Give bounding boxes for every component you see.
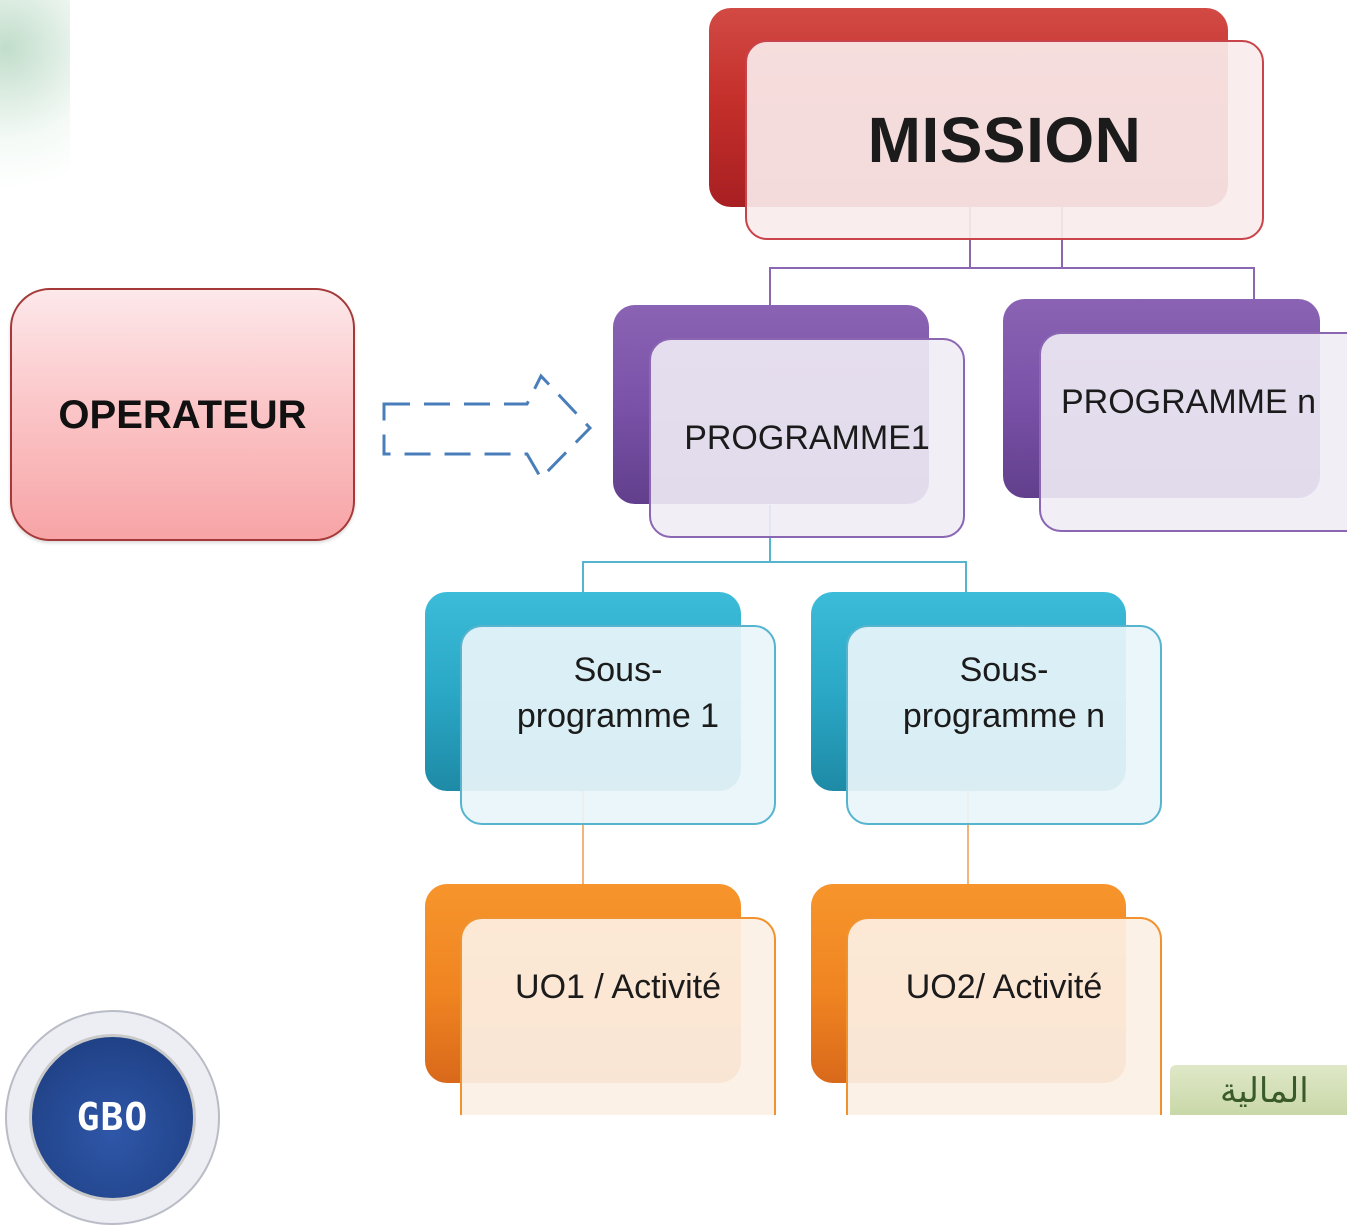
- mission-label: MISSION: [867, 104, 1142, 176]
- connector-programme-sous: [582, 561, 967, 592]
- corner-decoration: [0, 0, 70, 240]
- activite1-label: UO1 / Activité: [515, 968, 721, 1006]
- gbo-seal-logo: GBO: [5, 1010, 220, 1225]
- activite2-node[interactable]: UO2/ Activité: [846, 917, 1162, 1115]
- sous-programmen-line2: programme n: [902, 697, 1106, 735]
- activite2-label: UO2/ Activité: [905, 968, 1103, 1006]
- gbo-seal-inner: GBO: [29, 1034, 196, 1201]
- mission-node[interactable]: MISSION: [745, 40, 1264, 240]
- sous-programme1-line2: programme 1: [516, 697, 720, 735]
- dashed-arrow: [382, 373, 593, 481]
- sous-programmen-node[interactable]: Sous- programme n: [846, 625, 1162, 825]
- ministry-logo: المالية: [1170, 1065, 1347, 1115]
- connector-mission-programmes: [769, 267, 1255, 305]
- programme1-node[interactable]: PROGRAMME1: [649, 338, 965, 538]
- activite1-node[interactable]: UO1 / Activité: [460, 917, 776, 1115]
- programmen-label: PROGRAMME n: [1061, 383, 1317, 421]
- operator-node[interactable]: OPERATEUR: [10, 288, 355, 541]
- sous-programme1-node[interactable]: Sous- programme 1: [460, 625, 776, 825]
- sous-programmen-line1: Sous-: [959, 651, 1049, 689]
- gbo-seal-text: GBO: [76, 1095, 149, 1139]
- programmen-node[interactable]: PROGRAMME n: [1039, 332, 1347, 532]
- programme1-label: PROGRAMME1: [684, 419, 930, 457]
- sous-programme1-line1: Sous-: [573, 651, 663, 689]
- ministry-logo-script: المالية: [1220, 1071, 1309, 1111]
- operator-label: OPERATEUR: [58, 392, 307, 437]
